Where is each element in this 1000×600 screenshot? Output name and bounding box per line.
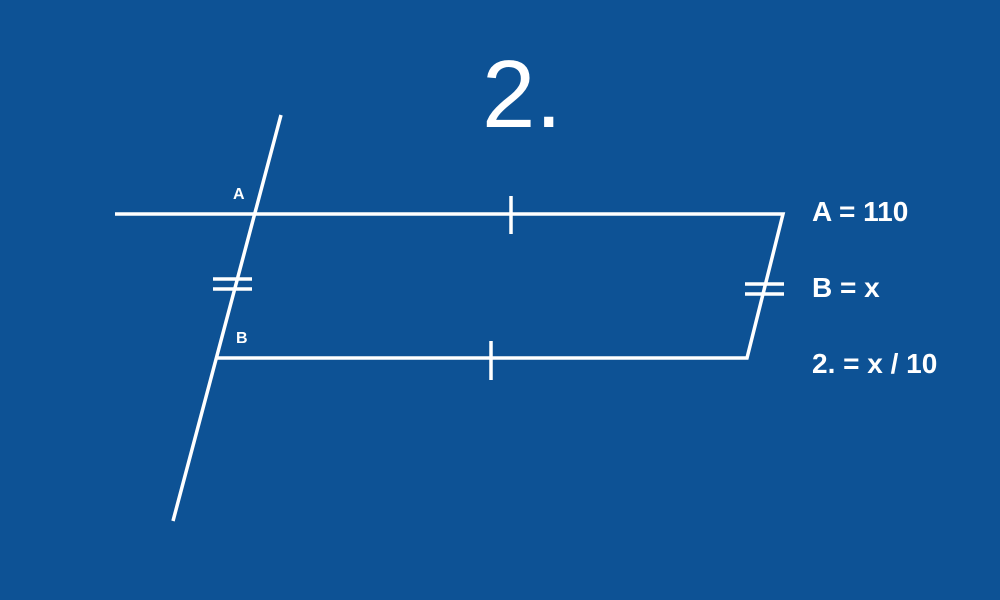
given-angle-b: B = x	[812, 272, 880, 303]
angle-a-label: A	[233, 186, 245, 203]
transversal-line	[171, 114, 283, 522]
given-angle-a: A = 110	[812, 196, 909, 227]
given-equation: 2. = x / 10	[812, 348, 938, 379]
parallelogram-outline	[216, 212, 786, 360]
problem-number: 2.	[481, 41, 563, 148]
angle-b-label: B	[236, 330, 248, 347]
